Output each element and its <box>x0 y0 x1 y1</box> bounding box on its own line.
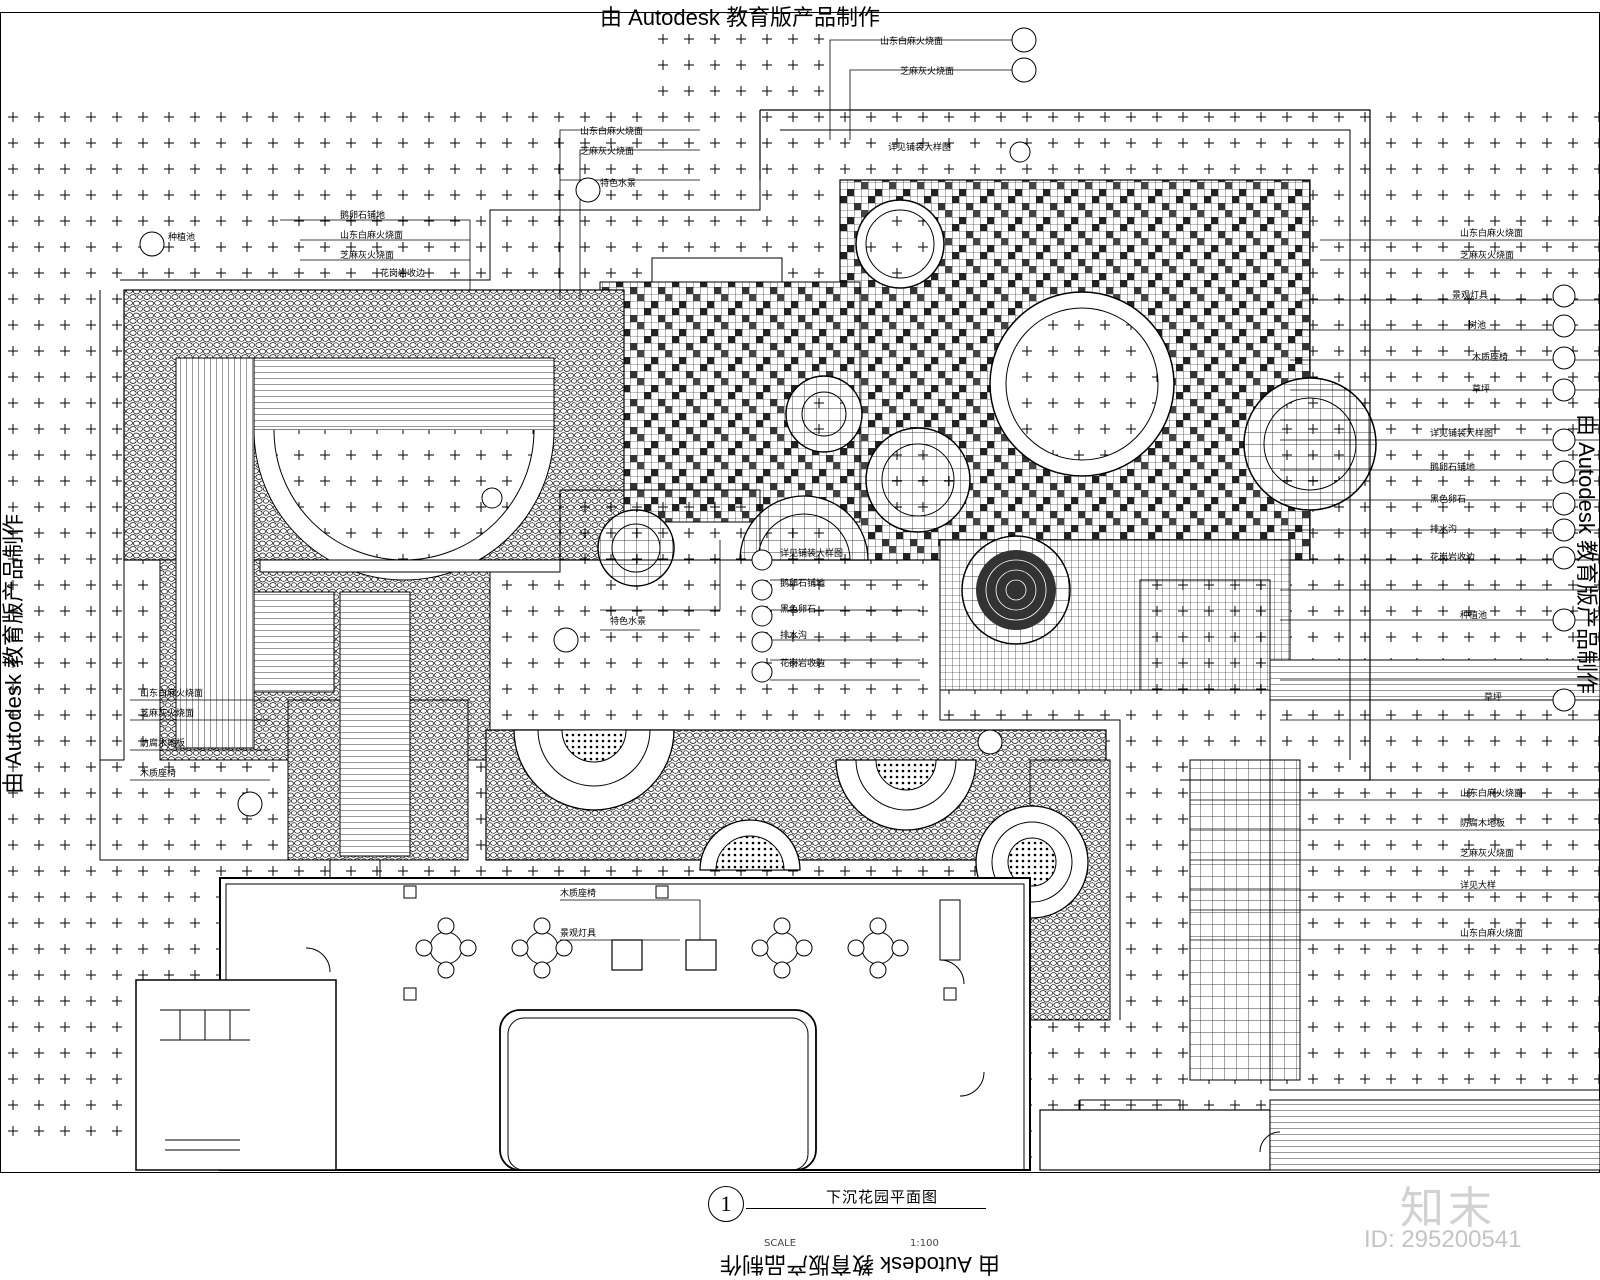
note-label-11: 花岗岩收边 <box>380 267 425 279</box>
semicircle-feature-3 <box>699 819 801 871</box>
autodesk-watermark-bottom: 由 Autodesk 教育版产品制作 <box>720 1252 1000 1277</box>
table-set-4 <box>847 917 909 979</box>
site-id-watermark: ID: 295200541 <box>1364 1226 1522 1253</box>
note-label-41: 景观灯具 <box>560 928 596 939</box>
bench-west <box>259 559 561 573</box>
round-planter-1 <box>855 199 945 289</box>
note-label-24: 草坪 <box>1484 691 1502 703</box>
callout-markers <box>139 27 1576 817</box>
semicircle-feature-1 <box>513 729 675 811</box>
note-label-2: 芝麻灰火烧面 <box>900 65 954 77</box>
round-planter-2 <box>989 291 1175 477</box>
note-label-9: 山东白麻火烧面 <box>340 229 403 241</box>
water-feature-circle <box>961 535 1071 645</box>
note-label-39: 特色水景 <box>610 615 646 627</box>
note-label-23: 种植池 <box>1460 609 1487 621</box>
note-label-28: 详见大样 <box>1460 879 1496 891</box>
drawing-name: 下沉花园平面图 <box>826 1188 939 1206</box>
boundary-west <box>99 290 290 861</box>
note-label-25: 山东白麻火烧面 <box>1460 787 1523 799</box>
note-label-13: 芝麻灰火烧面 <box>1460 249 1514 261</box>
inner-boundary-east <box>780 129 1351 760</box>
note-label-1: 山东白麻火烧面 <box>880 35 943 47</box>
scale-value: 1:100 <box>910 1238 939 1249</box>
wood-deck-vertical <box>175 357 255 749</box>
round-planter-3 <box>785 375 863 453</box>
note-label-17: 草坪 <box>1472 383 1490 395</box>
note-label-3: 山东白麻火烧面 <box>580 125 643 137</box>
note-label-6: 特色水景 <box>600 177 636 189</box>
note-label-7: 种植池 <box>168 231 195 243</box>
autodesk-watermark-left: 由 Autodesk 教育版产品制作 <box>1 514 26 794</box>
note-label-33: 木质座椅 <box>140 767 176 779</box>
note-label-16: 木质座椅 <box>1472 351 1508 363</box>
wood-deck-path <box>339 591 411 857</box>
scale-label: SCALE <box>764 1238 797 1249</box>
semicircle-feature-5 <box>739 495 869 561</box>
autodesk-watermark-right: 由 Autodesk 教育版产品制作 <box>1574 414 1599 694</box>
note-label-12: 山东白麻火烧面 <box>1460 227 1523 239</box>
note-label-8: 鹅卵石铺地 <box>340 209 385 221</box>
semicircle-feature-2 <box>835 759 977 831</box>
building-outline <box>135 860 1600 1171</box>
round-planter-4 <box>865 427 971 533</box>
note-label-36: 黑色卵石 <box>780 603 816 615</box>
wood-steps <box>253 591 335 693</box>
drawing-title-block: 1 下沉花园平面图 SCALE 1:100 <box>708 1186 1008 1256</box>
annotation-labels: 山东白麻火烧面 芝麻灰火烧面 山东白麻火烧面 芝麻灰火烧面 详见铺装大样图 特色… <box>140 35 1523 939</box>
autodesk-watermark-top: 由 Autodesk 教育版产品制作 <box>600 5 880 30</box>
note-label-38: 花岗岩收边 <box>780 657 825 669</box>
note-label-40: 木质座椅 <box>560 887 596 899</box>
table-set-1 <box>415 917 477 979</box>
note-label-35: 鹅卵石铺地 <box>780 577 825 589</box>
note-label-20: 黑色卵石 <box>1430 493 1466 505</box>
note-label-19: 鹅卵石铺地 <box>1430 461 1475 473</box>
title-underline <box>746 1208 986 1209</box>
note-label-31: 芝麻灰火烧面 <box>140 707 194 719</box>
note-label-27: 芝麻灰火烧面 <box>1460 847 1514 859</box>
drawing-number: 1 <box>708 1186 744 1222</box>
bench-north <box>651 257 783 283</box>
note-label-5: 详见铺装大样图 <box>888 141 951 153</box>
table-set-2 <box>511 917 573 979</box>
planter-box-center <box>559 489 761 561</box>
lawn-area-north <box>650 20 830 120</box>
note-label-4: 芝麻灰火烧面 <box>580 145 634 157</box>
note-label-21: 排水沟 <box>1430 523 1457 535</box>
planter-box-east <box>1139 579 1271 691</box>
site-logo-watermark: 知末 <box>1400 1183 1496 1234</box>
note-label-14: 景观灯具 <box>1452 290 1488 301</box>
boundary-north <box>120 120 761 281</box>
note-label-32: 防腐木地板 <box>140 737 185 749</box>
round-planter-5 <box>1243 377 1377 511</box>
tile-walk-east <box>1189 759 1301 1081</box>
note-label-37: 排水沟 <box>780 629 807 641</box>
note-label-22: 花岗岩收边 <box>1430 551 1475 563</box>
note-label-29: 山东白麻火烧面 <box>1460 927 1523 939</box>
note-label-26: 防腐木地板 <box>1460 817 1505 829</box>
note-label-30: 山东白麻火烧面 <box>140 687 203 699</box>
table-set-3 <box>751 917 813 979</box>
boundary-east-lower <box>1269 660 1600 1091</box>
note-label-15: 树池 <box>1468 319 1486 331</box>
note-label-34: 详见铺装大样图 <box>780 547 843 559</box>
wood-deck-horizontal <box>253 357 555 431</box>
note-label-10: 芝麻灰火烧面 <box>340 249 394 261</box>
note-label-18: 详见铺装大样图 <box>1430 427 1493 439</box>
